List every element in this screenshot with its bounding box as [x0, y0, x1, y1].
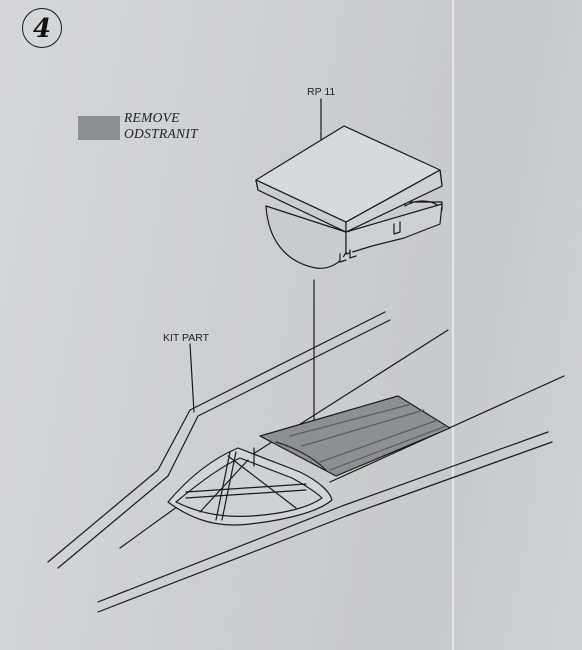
rp11-label: RP 11 [307, 86, 336, 98]
fuselage-outline [47, 311, 565, 613]
cockpit-frame [167, 447, 333, 526]
step-badge: 4 [22, 8, 62, 48]
rp11-part [255, 125, 443, 269]
remove-legend-swatch [78, 116, 120, 140]
legend-remove-label: REMOVE [124, 110, 180, 125]
kit-part-label: KIT PART [163, 332, 210, 344]
legend-odstranit-label: ODSTRANIT [124, 126, 198, 141]
removal-area [259, 395, 451, 477]
kit-part-leader-line [189, 343, 195, 413]
paper-fold [452, 0, 455, 650]
step-number: 4 [32, 13, 52, 44]
